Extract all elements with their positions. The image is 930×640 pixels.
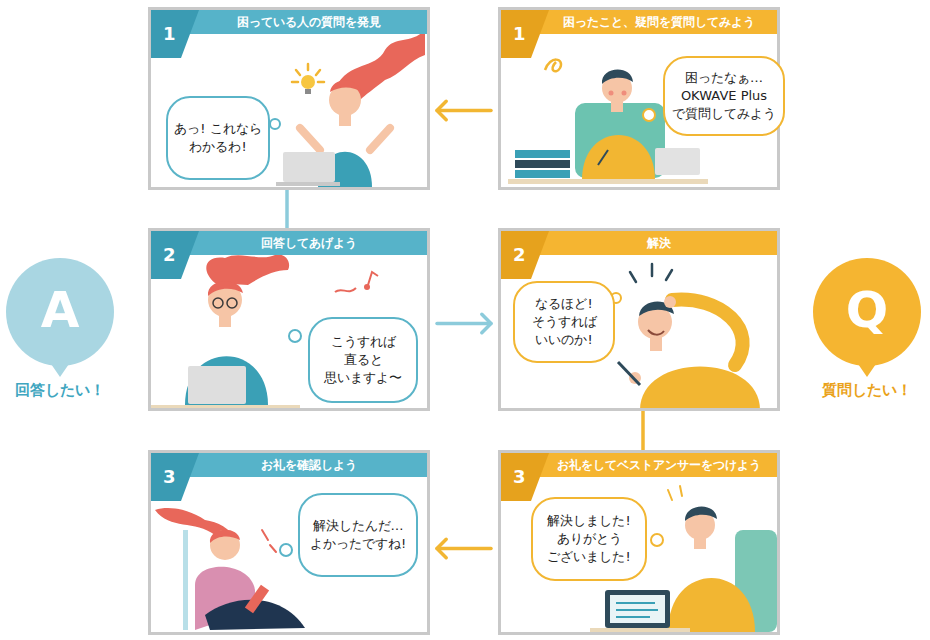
speech-bubble: あっ! これなら わかるわ! — [166, 96, 270, 180]
flow-connector — [437, 322, 491, 326]
step-number: 3 — [513, 466, 526, 487]
speech-bubble: 解決したんだ… よかったですね! — [298, 493, 418, 577]
arrow-head — [437, 101, 446, 119]
role-badge: Q質問したい！ — [812, 257, 922, 402]
step-panel: 1 困ったこと、疑問を質問してみよう困ったなぁ… OKWAVE Plus で質問し… — [498, 7, 780, 190]
woman-idea-figure — [276, 30, 425, 187]
bubble-text: あっ! これなら わかるわ! — [174, 120, 262, 156]
step-title: お礼を確認しよう — [195, 453, 423, 477]
step-title: 解決 — [545, 231, 773, 255]
step-panel: 3 お礼をしてベストアンサーをつけよう解決しました! ありがとう ございました! — [498, 450, 780, 635]
step-panel: 2 解決なるほど! そうすれば いいのか! — [498, 228, 780, 411]
bubble-tails — [270, 109, 663, 556]
badge-letter: Q — [812, 275, 922, 345]
bubble-text: 困ったなぁ… OKWAVE Plus で質問してみよう — [671, 69, 777, 123]
step-panel: 2 回答してあげようこうすれば 直ると 思いますよ〜 — [148, 228, 430, 411]
man-solved-figure — [618, 264, 760, 410]
speech-bubble: 困ったなぁ… OKWAVE Plus で質問してみよう — [663, 56, 785, 136]
role-badge: A回答したい！ — [5, 257, 115, 402]
step-panel: 3 お礼を確認しよう解決したんだ… よかったですね! — [148, 450, 430, 635]
bubble-text: こうすれば 直ると 思いますよ〜 — [316, 333, 410, 387]
speech-bubble: 解決しました! ありがとう ございました! — [531, 497, 647, 581]
arrow-head — [437, 539, 446, 557]
bubble-text: 解決しました! ありがとう ございました! — [539, 512, 639, 566]
step-title: 困ったこと、疑問を質問してみよう — [545, 10, 773, 34]
bubble-text: 解決したんだ… よかったですね! — [306, 517, 410, 553]
flow-connector — [437, 547, 491, 551]
step-number: 1 — [513, 23, 526, 44]
bubble-text: なるほど! そうすれば いいのか! — [521, 295, 607, 349]
badge-label: 回答したい！ — [0, 381, 135, 400]
badge-label: 質問したい！ — [792, 381, 930, 400]
step-number: 1 — [163, 23, 176, 44]
badge-letter: A — [5, 275, 115, 345]
arrow-head — [482, 314, 491, 332]
step-number: 2 — [513, 244, 526, 265]
step-title: 困っている人の質問を発見 — [195, 10, 423, 34]
speech-bubble: なるほど! そうすれば いいのか! — [513, 281, 615, 363]
flow-connector — [641, 411, 645, 450]
step-number: 2 — [163, 244, 176, 265]
step-title: お礼をしてベストアンサーをつけよう — [545, 453, 773, 477]
step-title: 回答してあげよう — [195, 231, 423, 255]
flow-connector — [285, 190, 289, 228]
step-panel: 1 困っている人の質問を発見あっ! これなら わかるわ! — [148, 7, 430, 190]
speech-bubble: こうすれば 直ると 思いますよ〜 — [308, 317, 418, 403]
flow-connector — [437, 109, 491, 113]
step-number: 3 — [163, 466, 176, 487]
woman-reading-figure — [155, 508, 305, 630]
